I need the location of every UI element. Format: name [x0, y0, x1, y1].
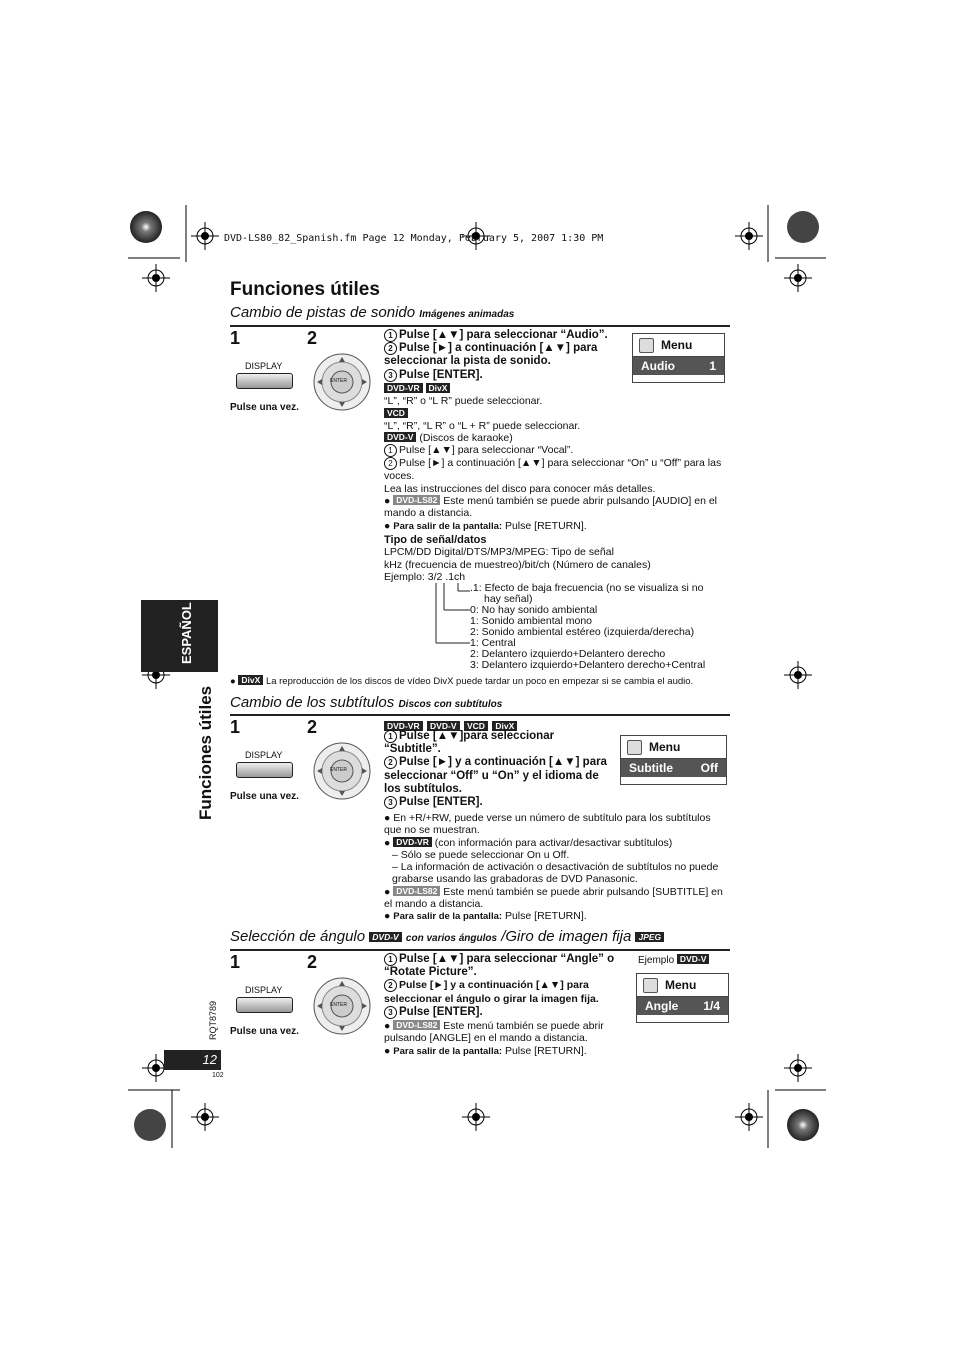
page-title: Funciones útiles: [230, 279, 380, 300]
enter-label: ENTER: [330, 378, 347, 384]
angle-notes: ● DVD-LS82 Este menú también se puede ab…: [384, 1020, 604, 1057]
sunburst-top-left: [130, 211, 162, 243]
menu-icon: [643, 978, 658, 993]
step-2: 2: [307, 717, 318, 737]
display-label: DISPLAY: [245, 750, 283, 760]
display-button[interactable]: [236, 762, 293, 778]
legend: .1: Efecto de baja frecuencia (no se vis…: [470, 582, 706, 671]
file-header: DVD-LS80_82_Spanish.fm Page 12 Monday, F…: [224, 233, 604, 244]
pulse-once: Pulse una vez.: [230, 1026, 299, 1037]
navigation-dial[interactable]: [312, 976, 372, 1036]
enter-label: ENTER: [330, 767, 347, 773]
page-sub: 102: [212, 1072, 224, 1079]
display-button[interactable]: [236, 373, 293, 389]
rqt-code: RQT8789: [208, 1000, 218, 1040]
divider: [230, 325, 730, 327]
audio-heading: Cambio de pistas de sonido Imágenes anim…: [230, 304, 515, 321]
display-label: DISPLAY: [245, 985, 283, 995]
pulse-once: Pulse una vez.: [230, 402, 299, 413]
legend-connectors: [435, 583, 470, 644]
pulse-once: Pulse una vez.: [230, 791, 299, 802]
divider: [230, 949, 730, 951]
sunburst-top-right: [787, 211, 819, 243]
language-tab: ESPAÑOL: [141, 600, 218, 672]
enter-label: ENTER: [330, 1002, 347, 1008]
navigation-dial[interactable]: [312, 352, 372, 412]
divider: [230, 714, 730, 716]
step-1: 1: [230, 952, 241, 972]
sunburst-bottom-right: [787, 1109, 819, 1141]
language-label: ESPAÑOL: [179, 602, 194, 664]
audio-notes: DVD-VR DivX “L”, “R” o “L R” puede selec…: [384, 383, 722, 532]
subtitle-heading: Cambio de los subtítulos Discos con subt…: [230, 694, 503, 711]
sunburst-bottom-left: [134, 1109, 166, 1141]
navigation-dial[interactable]: [312, 741, 372, 801]
menu-icon: [639, 338, 654, 353]
display-label: DISPLAY: [245, 361, 283, 371]
signal-type: Tipo de señal/datos LPCM/DD Digital/DTS/…: [384, 534, 651, 583]
divx-note: ● DivX La reproducción de los discos de …: [230, 675, 694, 687]
angle-heading: Selección de ángulo DVD-V con varios áng…: [230, 928, 665, 945]
subtitle-notes: ● En +R/+RW, puede verse un número de su…: [384, 812, 723, 923]
step-2: 2: [307, 328, 318, 348]
step-1: 1: [230, 717, 241, 737]
menu-icon: [627, 740, 642, 755]
section-vertical-title: Funciones útiles: [196, 685, 215, 820]
example-label: Ejemplo DVD-V: [638, 954, 710, 966]
subtitle-badges: DVD-VR DVD-V VCD DivX: [384, 717, 730, 735]
display-button[interactable]: [236, 997, 293, 1013]
step-2: 2: [307, 952, 318, 972]
page-number: 12: [164, 1050, 221, 1070]
step-1: 1: [230, 328, 241, 348]
